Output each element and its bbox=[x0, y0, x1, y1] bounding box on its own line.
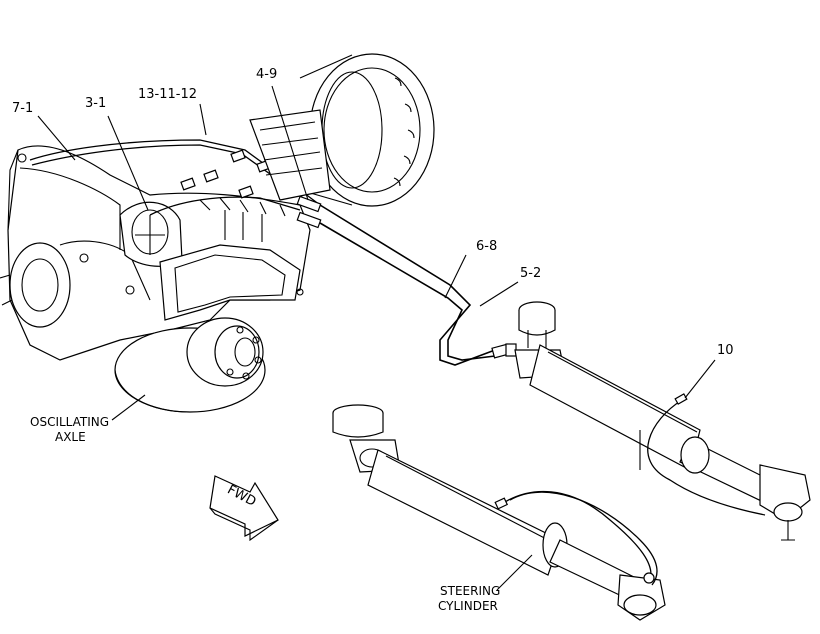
forward-direction-arrow: FWD bbox=[209, 475, 279, 542]
component-labels: OSCILLATING AXLE STEERING CYLINDER bbox=[30, 415, 500, 613]
callout-labels: 7-1 3-1 13-11-12 4-9 6-8 5-2 10 bbox=[12, 67, 734, 358]
callout-7-1: 7-1 bbox=[12, 101, 33, 116]
steering-cylinder-label-line1: STEERING bbox=[440, 584, 500, 598]
steering-cylinder-label-line2: CYLINDER bbox=[438, 599, 498, 613]
oscillating-axle-label-line2: AXLE bbox=[55, 430, 86, 444]
callout-5-2: 5-2 bbox=[520, 266, 541, 281]
front-brake-drum bbox=[114, 317, 266, 413]
left-steering-cylinder bbox=[332, 404, 666, 621]
callout-10: 10 bbox=[717, 343, 734, 358]
oscillating-axle-label-line1: OSCILLATING bbox=[30, 415, 109, 429]
steering-tubes bbox=[319, 204, 517, 366]
brake-line-hoses bbox=[29, 109, 331, 229]
oscillating-axle-housing bbox=[0, 145, 311, 361]
callout-13-11-12: 13-11-12 bbox=[138, 87, 197, 102]
callout-4-9: 4-9 bbox=[256, 67, 277, 82]
right-steering-cylinder bbox=[514, 301, 811, 541]
callout-6-8: 6-8 bbox=[476, 239, 497, 254]
leader-lines bbox=[37, 85, 716, 591]
callout-3-1: 3-1 bbox=[85, 96, 106, 111]
